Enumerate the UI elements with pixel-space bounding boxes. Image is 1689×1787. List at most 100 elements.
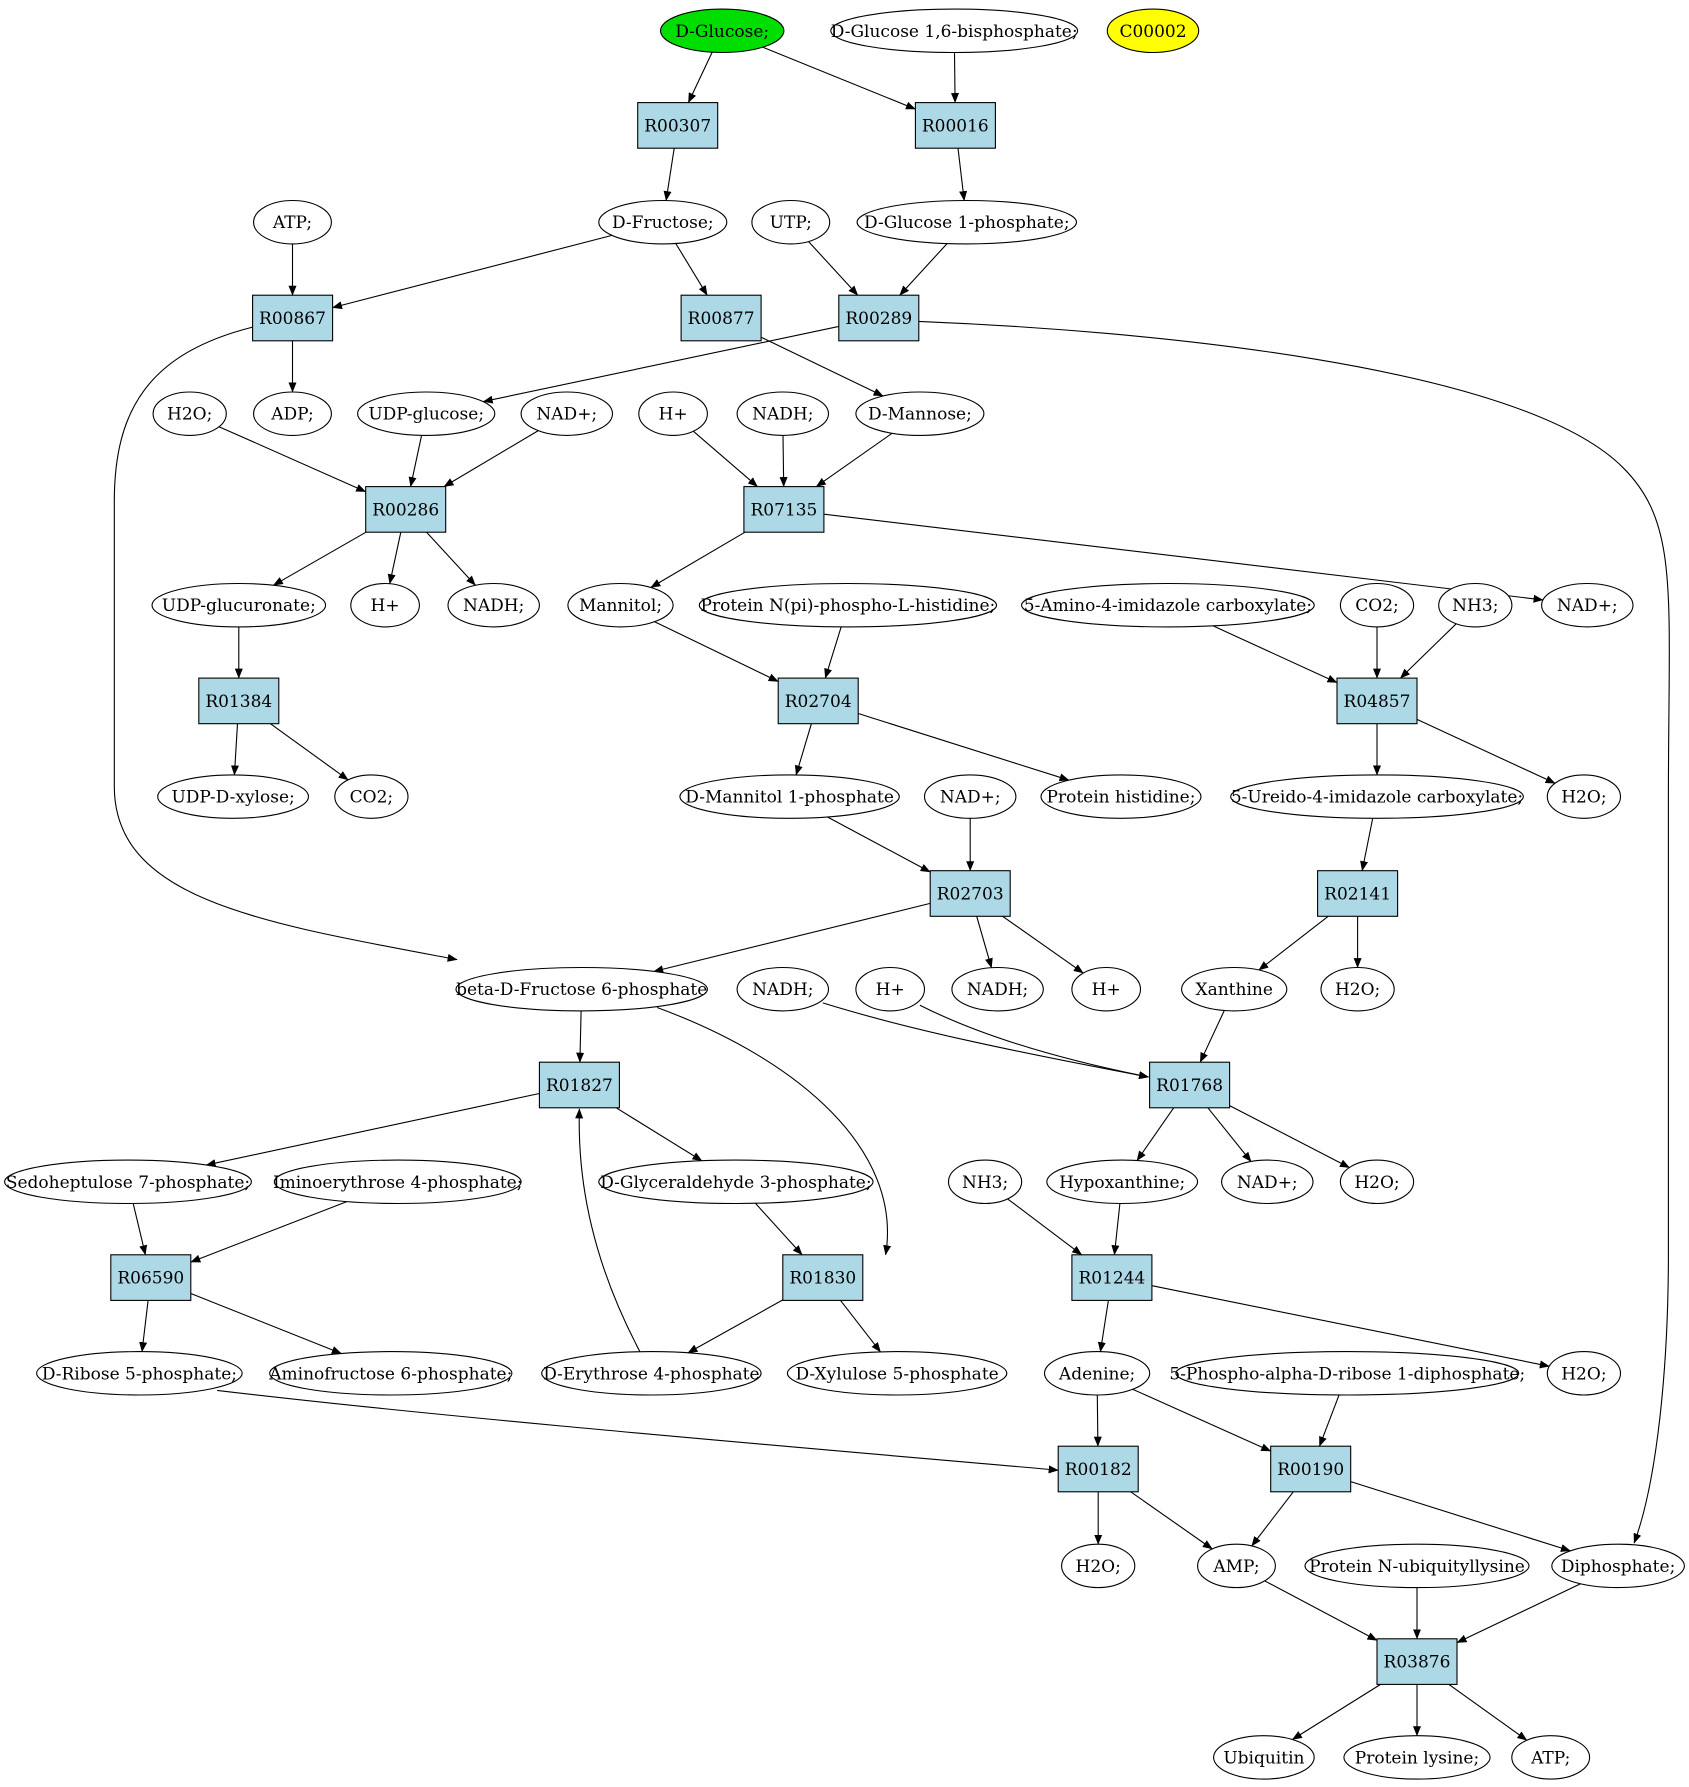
edge-r01768-to-nad4 [1207, 1107, 1252, 1162]
node-shape [786, 1351, 1008, 1396]
reaction-node-r00190: R00190 [1270, 1445, 1352, 1493]
node-shape [679, 774, 900, 819]
compound-node-imino: Iminoerythrose 4-phosphate; [273, 1159, 522, 1205]
node-shape [541, 1351, 762, 1396]
node-shape [637, 102, 719, 149]
node-shape [1043, 1351, 1151, 1396]
compound-node-nad3: NAD+; [923, 774, 1017, 819]
compound-node-nadh1: NADH; [736, 391, 830, 436]
node-label: ATP; [272, 213, 312, 233]
reaction-node-r00286: R00286 [365, 486, 447, 533]
compound-node-nadh4: NADH; [951, 966, 1044, 1012]
node-label: R06590 [117, 1269, 184, 1289]
node-shape [1376, 1638, 1458, 1685]
compound-node-hplus2: H+ [350, 582, 420, 628]
node-shape [782, 1254, 864, 1301]
node-label: H+ [371, 596, 400, 616]
node-shape [1221, 1159, 1314, 1205]
compound-node-mannose: D-Mannose; [855, 391, 985, 436]
edge-r00877-to-mannose [760, 336, 884, 397]
node-shape [855, 966, 926, 1012]
node-label: R02141 [1324, 885, 1391, 905]
node-shape [455, 966, 708, 1012]
node-label: D-Erythrose 4-phosphate [543, 1364, 759, 1384]
edge-r02141-to-xanthine [1258, 915, 1329, 971]
edge-hypox-to-r01244 [1111, 1203, 1121, 1256]
edge-hplus1-to-r07135 [692, 430, 758, 488]
node-label: R02704 [785, 692, 852, 712]
node-shape [951, 966, 1044, 1012]
node-label: R02703 [937, 885, 1004, 905]
edge-xanthine-to-r01768 [1199, 1010, 1225, 1063]
edge-r01768-to-h2o4 [1229, 1105, 1350, 1169]
edge-r02703-to-bf6p [653, 902, 931, 974]
node-shape [447, 582, 540, 628]
node-shape [253, 391, 332, 436]
edge-fructose-to-r00867 [332, 234, 613, 310]
compound-node-adenine: Adenine; [1043, 1351, 1151, 1396]
node-shape [929, 870, 1011, 917]
edge-prpp-to-r00190 [1318, 1394, 1340, 1447]
node-label: R00016 [922, 116, 989, 136]
edge-g3p-to-r01830 [754, 1202, 803, 1256]
node-label: UDP-glucuronate; [162, 596, 316, 616]
edge-r01827-to-s7p [205, 1092, 540, 1168]
edge-r02703-to-hplus4 [1002, 915, 1084, 974]
edge-r04857-to-h2o2 [1416, 718, 1556, 784]
node-label: Protein N-ubiquityllysine [1309, 1557, 1525, 1577]
compound-node-nh3b: NH3; [947, 1159, 1023, 1205]
reaction-node-r00289: R00289 [838, 294, 920, 342]
edge-e4p-to-r01827 [575, 1108, 641, 1352]
node-shape [350, 582, 420, 628]
node-label: ATP; [1530, 1748, 1570, 1768]
reaction-node-r01768: R01768 [1149, 1061, 1231, 1109]
edge-r00289-to-diphos [918, 320, 1670, 1544]
edge-s7p-to-r06590 [132, 1203, 148, 1256]
edge-amp-to-r03876 [1264, 1580, 1378, 1641]
node-shape [252, 294, 334, 342]
compound-node-udpglc: UDP-glucose; [357, 391, 496, 436]
node-label: Protein histidine; [1047, 788, 1196, 808]
node-label: NADH; [752, 980, 813, 1000]
node-label: H2O; [1335, 980, 1380, 1000]
node-shape [736, 966, 830, 1012]
edge-r06590-to-aminof6p [190, 1292, 342, 1355]
compound-node-c00002: C00002 [1106, 8, 1200, 54]
node-label: D-Fructose; [612, 213, 714, 233]
node-shape [1057, 1445, 1139, 1493]
edge-glucose-to-r00307 [687, 51, 713, 104]
edge-ureido-to-r02141 [1360, 818, 1374, 872]
reaction-node-r00867: R00867 [252, 294, 334, 342]
node-shape [947, 1159, 1023, 1205]
edge-bf6p-to-r01827 [576, 1010, 585, 1063]
node-label: H2O; [1561, 788, 1606, 808]
node-label: R01384 [205, 692, 272, 712]
edge-mannitol1p-to-r02703 [827, 816, 931, 873]
node-shape [698, 582, 998, 628]
node-shape [751, 199, 831, 245]
compound-node-nadh2: NADH; [447, 582, 540, 628]
node-label: NAD+; [536, 405, 597, 425]
compound-node-h2o3: H2O; [1320, 966, 1395, 1012]
node-shape [1317, 870, 1399, 917]
edge-r01827-to-g3p [615, 1107, 703, 1162]
compound-node-udpglcua: UDP-glucuronate; [151, 582, 327, 628]
node-label: beta-D-Fructose 6-phosphate [456, 980, 707, 1000]
edge-r01768-to-hypox [1136, 1107, 1175, 1162]
node-label: Sedoheptulose 7-phosphate; [6, 1173, 250, 1193]
compound-node-aminof6p: Aminofructose 6-phosphate; [268, 1351, 513, 1396]
reaction-node-r01244: R01244 [1071, 1254, 1153, 1301]
node-shape [1270, 1445, 1352, 1493]
compound-node-hplus1: H+ [638, 391, 708, 436]
compound-node-co2b: CO2; [334, 774, 409, 819]
compound-node-hypox: Hypoxanthine; [1046, 1159, 1199, 1205]
edge-layer [113, 46, 1670, 1741]
node-label: R00307 [644, 116, 711, 136]
node-label: Diphosphate; [1561, 1557, 1675, 1577]
node-label: Xanthine [1195, 980, 1272, 1000]
node-shape [777, 677, 859, 725]
node-label: H+ [659, 405, 688, 425]
node-shape [1320, 966, 1395, 1012]
compound-node-h2o4: H2O; [1339, 1159, 1415, 1205]
